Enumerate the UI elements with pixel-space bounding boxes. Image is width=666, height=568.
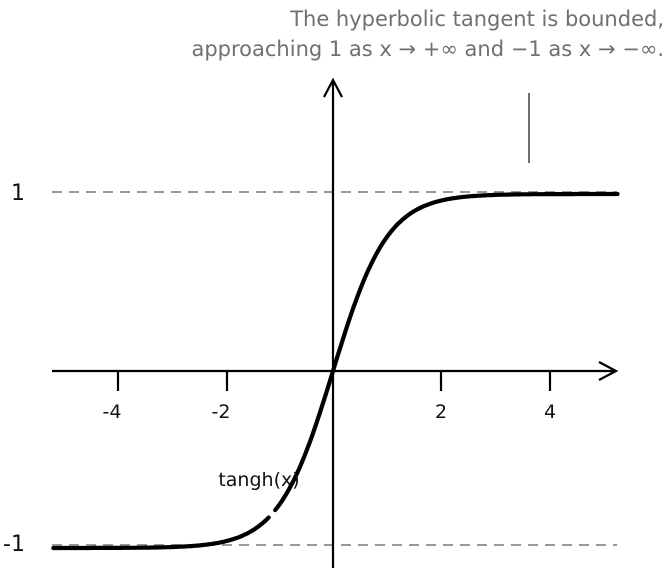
x-axis-arrow-icon [598,361,619,381]
tanh-curve [273,191,620,513]
tanh-curve-lower [51,515,271,551]
annotation-line-2: approaching 1 as x → +∞ and −1 as x → −∞… [191,37,664,61]
y-axis-arrow-icon [323,77,343,98]
x-axis: -4 -2 2 4 [52,361,619,423]
annotation-line-1: The hyperbolic tangent is bounded, [290,7,664,31]
y-axis: 1 -1 [3,77,343,568]
x-tick-label: 2 [435,401,447,423]
x-tick-label: -4 [103,401,122,423]
y-label-1: 1 [11,181,25,206]
x-tick-label: 4 [544,401,556,423]
y-label-neg1: -1 [3,532,25,557]
x-tick-label: -2 [212,401,231,423]
curve-label: tangh(x) [218,469,299,491]
annotation-text: The hyperbolic tangent is bounded, appro… [4,4,664,64]
